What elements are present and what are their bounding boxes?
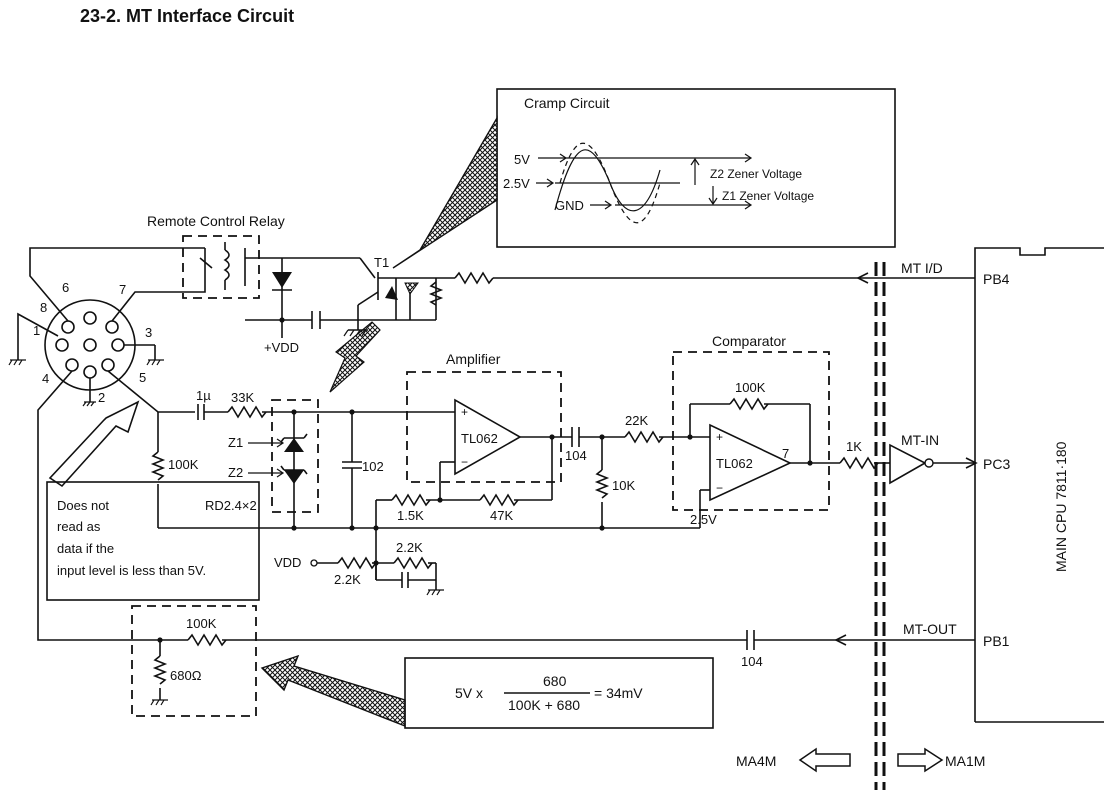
relay-vdd-label: +VDD <box>264 340 299 355</box>
pin-7-label: 7 <box>119 282 126 297</box>
formula-prefix: 5V x <box>455 685 483 701</box>
cramp-sine <box>554 149 661 212</box>
r100k-label: 100K <box>168 457 199 472</box>
div-rtop-label: 100K <box>186 616 217 631</box>
cramp-z1-label: Z1 Zener Voltage <box>722 189 814 203</box>
amp-chip-label: TL062 <box>461 431 498 446</box>
comp-pin-label: 7 <box>782 446 789 461</box>
note-box: Does not read as data if the input level… <box>46 400 260 601</box>
cramp-title: Cramp Circuit <box>524 95 610 111</box>
connector-body <box>44 299 136 391</box>
pin-2-label: 2 <box>98 390 105 405</box>
r22k-label: 22K <box>625 413 648 428</box>
page-title: 23-2. MT Interface Circuit <box>80 6 294 26</box>
cpu-label: MAIN CPU 7811·180 <box>1053 441 1069 572</box>
cap-1u-label: 1µ <box>196 388 211 403</box>
formula-box: 5V x 680 100K + 680 = 34mV <box>404 657 714 729</box>
div-cap-label: 104 <box>741 654 763 669</box>
amp-cap-label: 104 <box>565 448 587 463</box>
comp-rfb-label: 100K <box>735 380 766 395</box>
comparator-title: Comparator <box>712 333 786 349</box>
t1-label: T1 <box>374 255 389 270</box>
cramp-5v-label: 5V <box>514 152 530 167</box>
amp-r2-label: 47K <box>490 508 513 523</box>
amplifier-title: Amplifier <box>446 351 501 367</box>
main-cpu-block: PB4 PC3 PB1 MAIN CPU 7811·180 <box>974 247 1104 723</box>
zener-box <box>271 399 319 513</box>
cramp-z2-label: Z2 Zener Voltage <box>710 167 802 181</box>
bias-r1-label: 2.2K <box>334 572 361 587</box>
board-arrows: MA4M MA1M <box>736 747 985 773</box>
r1k-label: 1K <box>846 439 862 454</box>
comparator-block: Comparator 100K + − TL062 7 2.5V 1K <box>672 333 978 528</box>
buffer-gate <box>889 443 927 485</box>
cramp-gnd-label: GND <box>555 198 584 213</box>
bias-vdd-label: VDD <box>274 555 301 570</box>
pin-5-label: 5 <box>139 370 146 385</box>
formula-denominator: 100K + 680 <box>508 697 580 713</box>
output-divider: 100K 680Ω 104 <box>131 605 975 728</box>
c102-label: 102 <box>362 459 384 474</box>
note-rect <box>46 481 260 601</box>
pin-3-label: 3 <box>145 325 152 340</box>
cramp-box <box>496 88 896 248</box>
rd24-label: RD2.4×2 <box>205 498 257 513</box>
comp-opamp <box>709 423 792 502</box>
bias-network: VDD 2.2K 2.2K <box>274 540 444 596</box>
pin-6-label: 6 <box>62 280 69 295</box>
r10k-label: 10K <box>612 478 635 493</box>
comp-ref-label: 2.5V <box>690 512 717 527</box>
formula-result: = 34mV <box>594 685 643 701</box>
svg-text:−: − <box>716 481 723 495</box>
arrow-right-icon <box>897 747 944 773</box>
cramp-circuit-callout: Cramp Circuit 5V 2.5V GND Z2 Zener Volta… <box>392 88 896 269</box>
bias-r2-label: 2.2K <box>396 540 423 555</box>
mt-out-label: MT-OUT <box>903 621 957 637</box>
arrow-left-icon <box>798 747 851 773</box>
svg-text:+: + <box>716 430 723 444</box>
mt-in-label: MT-IN <box>901 432 939 448</box>
note-line-1: Does not <box>57 498 109 513</box>
mt-id-label: MT I/D <box>901 260 943 276</box>
note-line-3: data if the <box>57 541 114 556</box>
cramp-2v5-label: 2.5V <box>503 176 530 191</box>
pb4-label: PB4 <box>983 271 1010 287</box>
pin-8-label: 8 <box>40 300 47 315</box>
note-line-4: input level is less than 5V. <box>57 563 206 578</box>
remote-control-relay: Remote Control Relay +VDD T1 <box>147 213 975 393</box>
relay-dashed-box <box>182 235 260 299</box>
z2-label: Z2 <box>228 465 243 480</box>
input-stage: 1µ 33K Z1 Z2 RD2.4×2 102 <box>158 388 700 531</box>
board-boundary <box>874 262 886 790</box>
svg-text:+: + <box>461 405 468 419</box>
div-rbot-label: 680Ω <box>170 668 202 683</box>
ma1m-label: MA1M <box>945 753 985 769</box>
ma4m-label: MA4M <box>736 753 776 769</box>
pin-4-label: 4 <box>42 371 49 386</box>
din-connector: 8 6 7 1 3 4 5 2 100K <box>8 247 206 641</box>
pb1-label: PB1 <box>983 633 1010 649</box>
cramp-pointer <box>392 115 498 269</box>
amp-r1-label: 1.5K <box>397 508 424 523</box>
svg-text:−: − <box>461 455 468 469</box>
relay-title: Remote Control Relay <box>147 213 285 229</box>
amp-opamp <box>454 398 522 476</box>
formula-numerator: 680 <box>543 673 567 689</box>
pc3-label: PC3 <box>983 456 1010 472</box>
pin-1-label: 1 <box>33 323 40 338</box>
r33k-label: 33K <box>231 390 254 405</box>
comp-chip-label: TL062 <box>716 456 753 471</box>
z1-label: Z1 <box>228 435 243 450</box>
note-line-2: read as <box>57 519 101 534</box>
amplifier-block: Amplifier + − TL062 1.5K 47K 104 10K 22K <box>375 351 710 580</box>
